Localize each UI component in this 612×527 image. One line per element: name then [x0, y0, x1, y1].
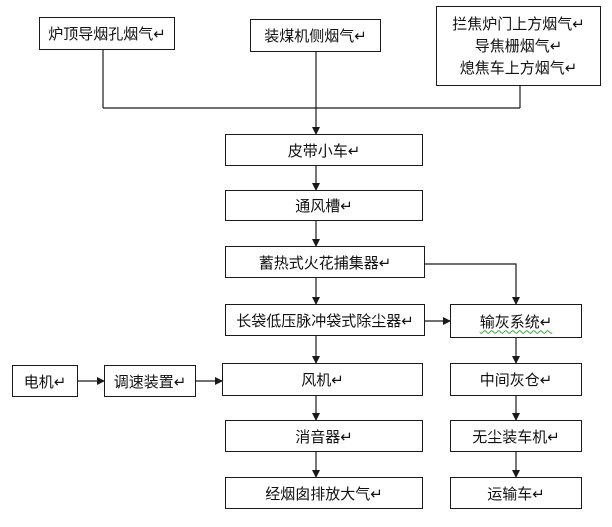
node-label: 长袋低压脉冲袋式除尘器↵ — [236, 311, 414, 330]
node-spark-trap: 蓄热式火花捕集器↵ — [225, 246, 425, 278]
node-label: 消音器↵ — [295, 427, 353, 446]
node-silencer: 消音器↵ — [225, 420, 423, 452]
node-label: 炉顶导烟孔烟气↵ — [48, 25, 166, 43]
node-label: 中间灰仓↵ — [479, 371, 553, 389]
node-label: 输灰系统↵ — [479, 312, 553, 331]
node-label-line-1: 拦焦炉门上方烟气↵ — [452, 15, 585, 33]
node-ash-conveying-system: 输灰系统↵ — [450, 304, 582, 338]
node-label: 调速装置↵ — [113, 372, 187, 391]
node-label: 装煤机侧烟气↵ — [264, 27, 367, 45]
node-dustless-loader: 无尘装车机↵ — [450, 420, 582, 452]
node-fan: 风机↵ — [222, 363, 423, 396]
node-transport-truck: 运输车↵ — [450, 477, 582, 509]
node-bag-filter: 长袋低压脉冲袋式除尘器↵ — [225, 304, 425, 336]
node-label-line-3: 熄焦车上方烟气↵ — [459, 59, 578, 77]
node-chimney-exhaust: 经烟囱排放大气↵ — [225, 477, 423, 509]
node-label: 风机↵ — [301, 371, 344, 389]
node-label: 经烟囱排放大气↵ — [265, 484, 383, 503]
node-label: 皮带小车↵ — [287, 141, 361, 160]
node-belt-cart: 皮带小车↵ — [225, 134, 423, 166]
node-furnace-top-smoke: 炉顶导烟孔烟气↵ — [39, 17, 175, 50]
node-label: 无尘装车机↵ — [472, 427, 560, 446]
arrow-spark-to-ash — [425, 263, 520, 305]
node-label-line-2: 导焦栅烟气↵ — [474, 37, 563, 55]
node-label: 蓄热式火花捕集器↵ — [258, 253, 392, 272]
node-upper-right-smoke: 拦焦炉门上方烟气↵ 导焦栅烟气↵ 熄焦车上方烟气↵ — [436, 6, 601, 86]
node-label: 电机↵ — [23, 372, 67, 391]
node-label: 运输车↵ — [487, 484, 545, 503]
node-intermediate-ash-silo: 中间灰仓↵ — [450, 363, 582, 396]
node-motor: 电机↵ — [12, 365, 78, 397]
node-speed-control: 调速装置↵ — [104, 365, 196, 397]
node-label: 通风槽↵ — [295, 197, 353, 215]
node-coal-side-smoke: 装煤机侧烟气↵ — [250, 19, 381, 52]
node-vent-channel: 通风槽↵ — [225, 190, 423, 221]
